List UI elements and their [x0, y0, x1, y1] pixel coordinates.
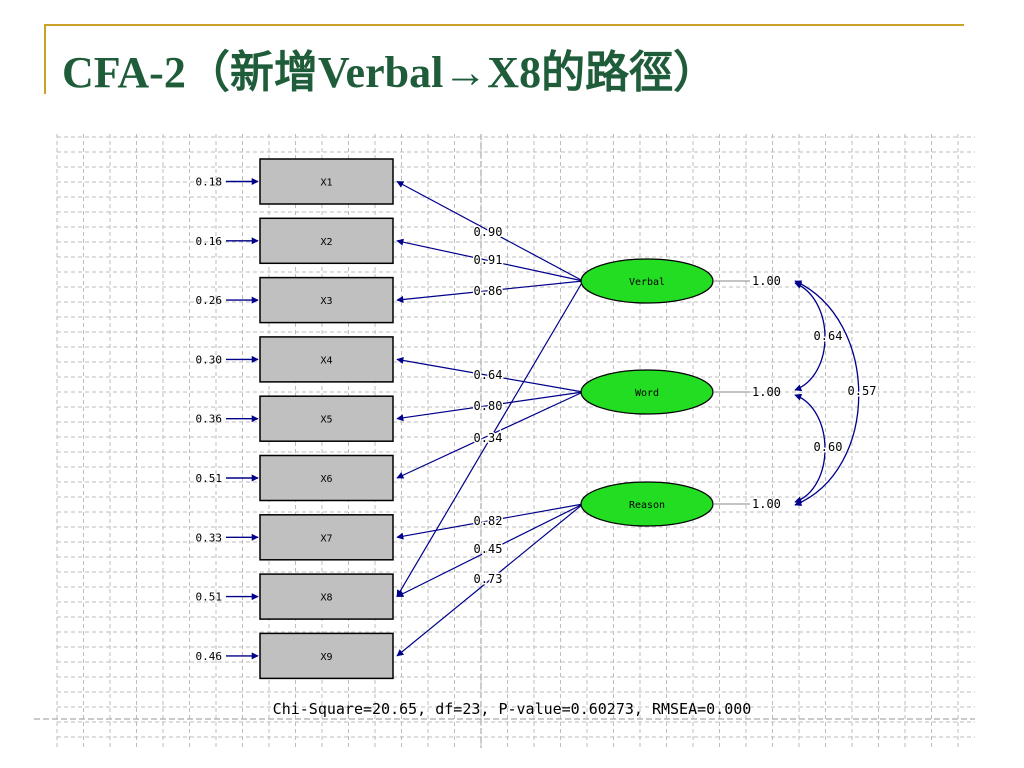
observed-box-x2	[259, 217, 394, 265]
loading-label: 0.73	[474, 572, 503, 586]
observed-box-x6	[259, 454, 394, 502]
error-variance-label: 0.26	[196, 294, 223, 307]
latent-label-reason: Reason	[629, 500, 665, 511]
correlation-label: 0.57	[848, 384, 877, 398]
correlation-label: 0.64	[814, 329, 843, 343]
error-variance-label: 0.16	[196, 235, 223, 248]
correlation-label: 0.60	[814, 440, 843, 454]
latent-variance-label: 1.00	[752, 385, 781, 399]
latent-variance-label: 1.00	[752, 497, 781, 511]
loading-path-verbal-x1	[396, 180, 584, 282]
coefficient-labels: 0.90 0.91 0.86 0.64 0.80 0.34 0.82 0.45 0.73	[472, 224, 504, 588]
background-grid	[34, 134, 975, 748]
loading-path-word-x6	[396, 391, 584, 479]
observed-box-x8	[259, 573, 394, 620]
observed-box-x9	[259, 632, 394, 680]
latent-variance-label: 1.00	[752, 274, 781, 288]
loading-label: 0.91	[474, 253, 503, 267]
observed-box-x3	[259, 276, 394, 324]
observed-label-x9: X9	[320, 652, 332, 663]
latent-label-word: Word	[635, 388, 659, 399]
correlation-arc	[794, 282, 826, 392]
loading-label: 0.90	[474, 225, 503, 239]
observed-box-x4	[259, 336, 394, 383]
loading-path-verbal-x8	[396, 280, 584, 598]
observed-label-x6: X6	[320, 474, 332, 485]
error-variance-label: 0.30	[196, 353, 223, 366]
correlation-arcs: 0.64 0.60 0.57	[794, 280, 878, 506]
loading-label: 0.34	[474, 431, 503, 445]
error-variance-label: 0.18	[196, 176, 223, 189]
loading-label: 0.45	[474, 542, 503, 556]
fit-statistics: Chi-Square=20.65, df=23, P-value=0.60273…	[273, 700, 752, 718]
loading-path-word-x5	[396, 391, 584, 422]
loading-label: 0.64	[474, 368, 503, 382]
loading-label: 0.86	[474, 284, 503, 298]
observed-box-x1	[259, 158, 394, 205]
error-variance-label: 0.51	[196, 472, 223, 485]
error-variance-label: 0.46	[196, 650, 223, 663]
latent-label-verbal: Verbal	[629, 277, 665, 288]
correlation-arc	[794, 393, 826, 504]
observed-label-x8: X8	[320, 593, 332, 604]
title-frame-top	[44, 24, 964, 26]
observed-label-x7: X7	[320, 533, 332, 544]
loading-label: 0.80	[474, 399, 503, 413]
observed-label-x1: X1	[320, 178, 332, 189]
title-frame-left	[44, 24, 46, 94]
observed-box-x5	[259, 395, 394, 442]
observed-variables: X10.18X20.16X30.26X40.30X50.36X60.51X70.…	[196, 158, 394, 680]
error-variance-label: 0.33	[196, 531, 223, 544]
loading-path-verbal-x2	[396, 238, 584, 282]
observed-box-x7	[259, 514, 394, 561]
loading-path-word-x4	[396, 357, 584, 393]
observed-label-x2: X2	[320, 237, 332, 248]
loading-path-reason-x8	[396, 503, 584, 598]
loading-path-reason-x7	[396, 503, 584, 540]
observed-label-x5: X5	[320, 415, 332, 426]
loading-label: 0.82	[474, 514, 503, 528]
loading-path-reason-x9	[396, 503, 584, 657]
observed-label-x3: X3	[320, 296, 332, 307]
observed-label-x4: X4	[320, 355, 332, 366]
loading-path-verbal-x3	[396, 280, 584, 303]
error-variance-label: 0.36	[196, 413, 223, 426]
slide-title: CFA-2（新增Verbal→X8的路徑）	[62, 48, 718, 97]
correlation-arc	[794, 280, 860, 506]
error-variance-label: 0.51	[196, 591, 223, 604]
loading-paths	[396, 180, 584, 657]
